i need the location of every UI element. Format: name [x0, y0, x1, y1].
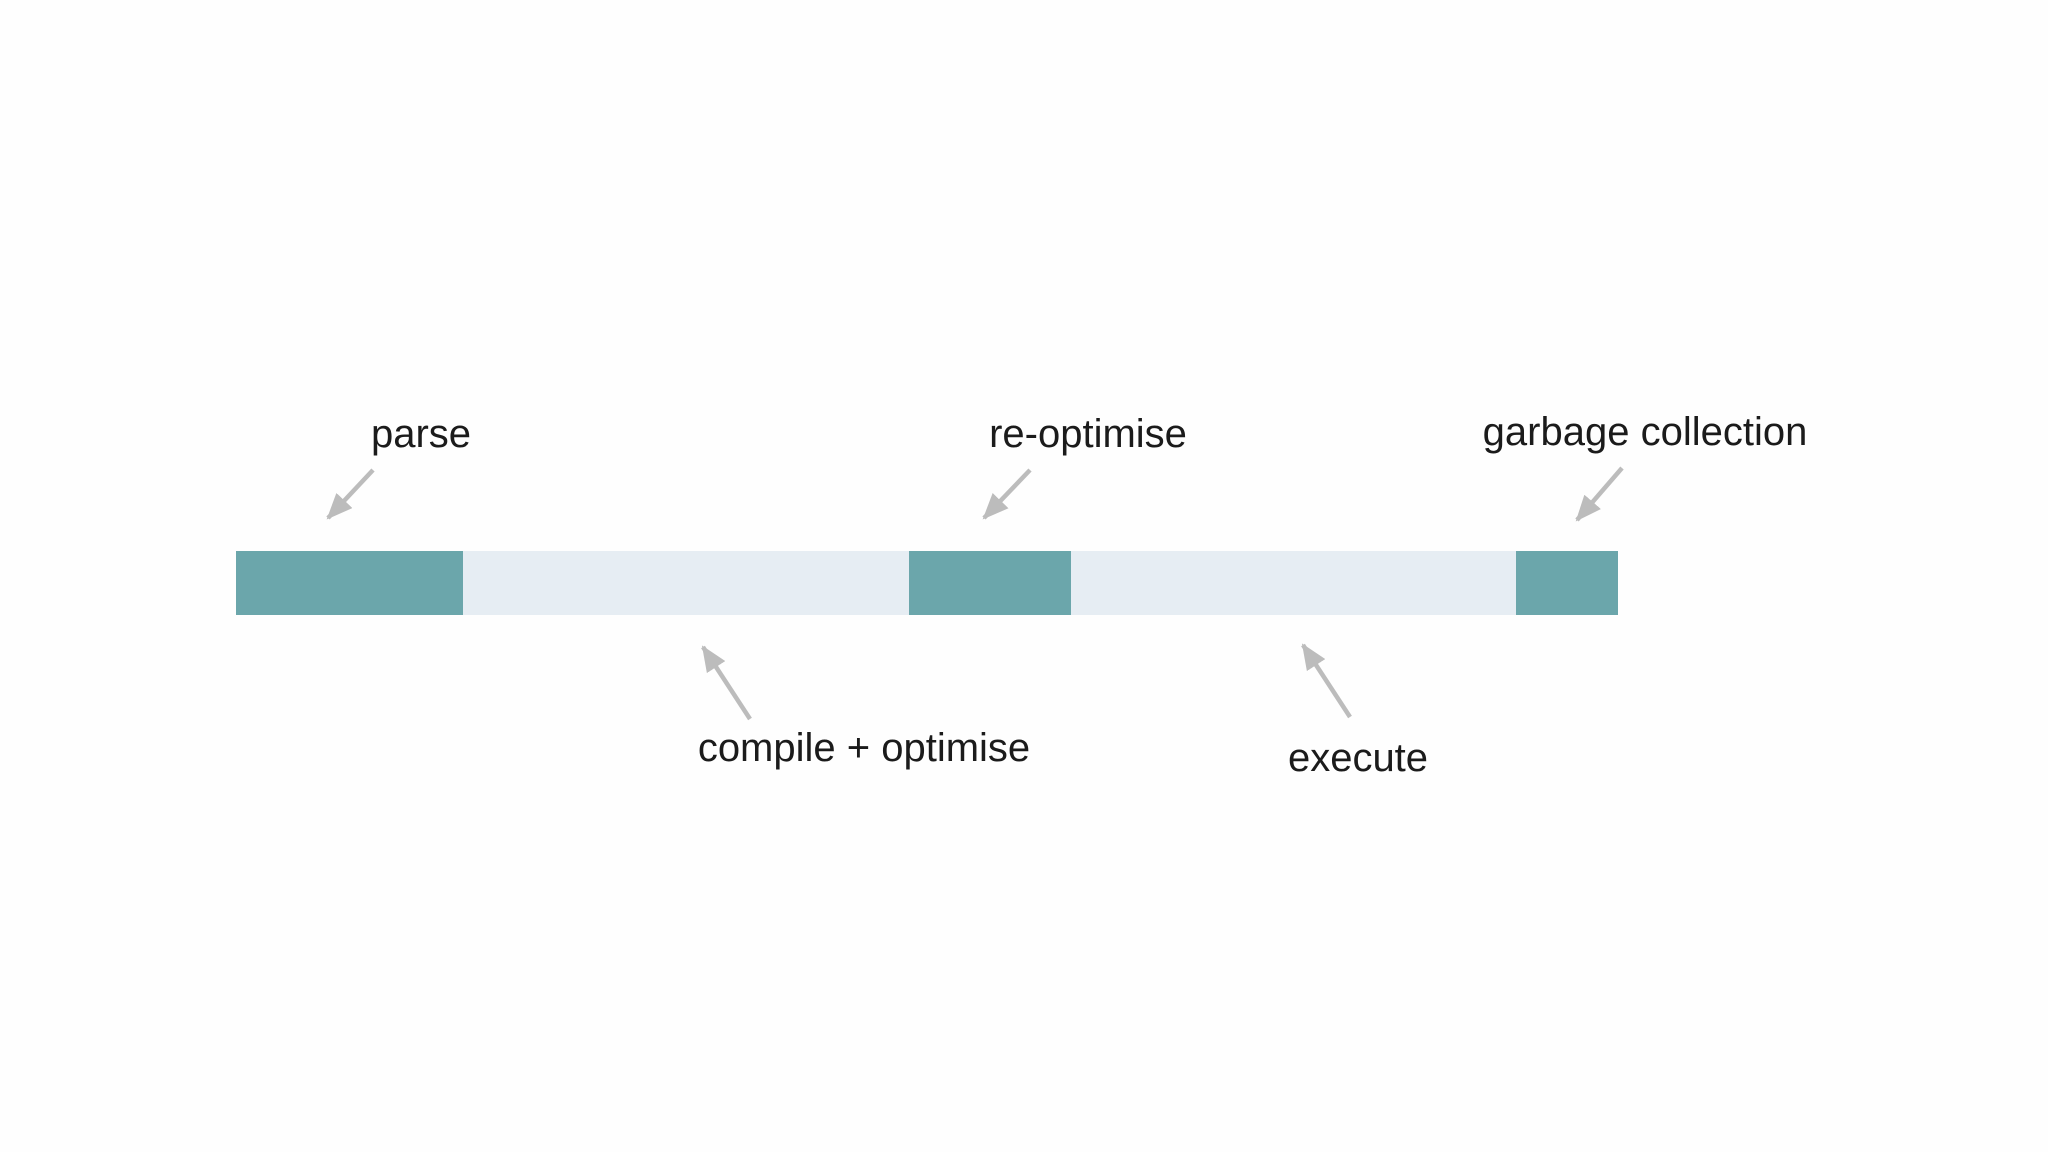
label-parse: parse [370, 412, 472, 456]
label-garbage-collection: garbage collection [1482, 410, 1808, 454]
arrow-icon-parse [326, 468, 375, 520]
arrow-icon-execute [1301, 643, 1352, 719]
segment-compile-optimise [463, 551, 909, 615]
segment-parse [236, 551, 463, 615]
label-re-optimise: re-optimise [989, 412, 1187, 456]
label-compile-optimise: compile + optimise [697, 726, 1031, 770]
arrow-icon-garbage-collection [1575, 466, 1624, 522]
segment-execute [1071, 551, 1516, 615]
arrow-icon-re-optimise [982, 468, 1032, 520]
timeline-bar [236, 551, 1618, 615]
label-execute: execute [1287, 736, 1429, 780]
arrow-icon-compile-optimise [701, 645, 752, 721]
segment-re-optimise [909, 551, 1071, 615]
segment-garbage-collection [1516, 551, 1618, 615]
